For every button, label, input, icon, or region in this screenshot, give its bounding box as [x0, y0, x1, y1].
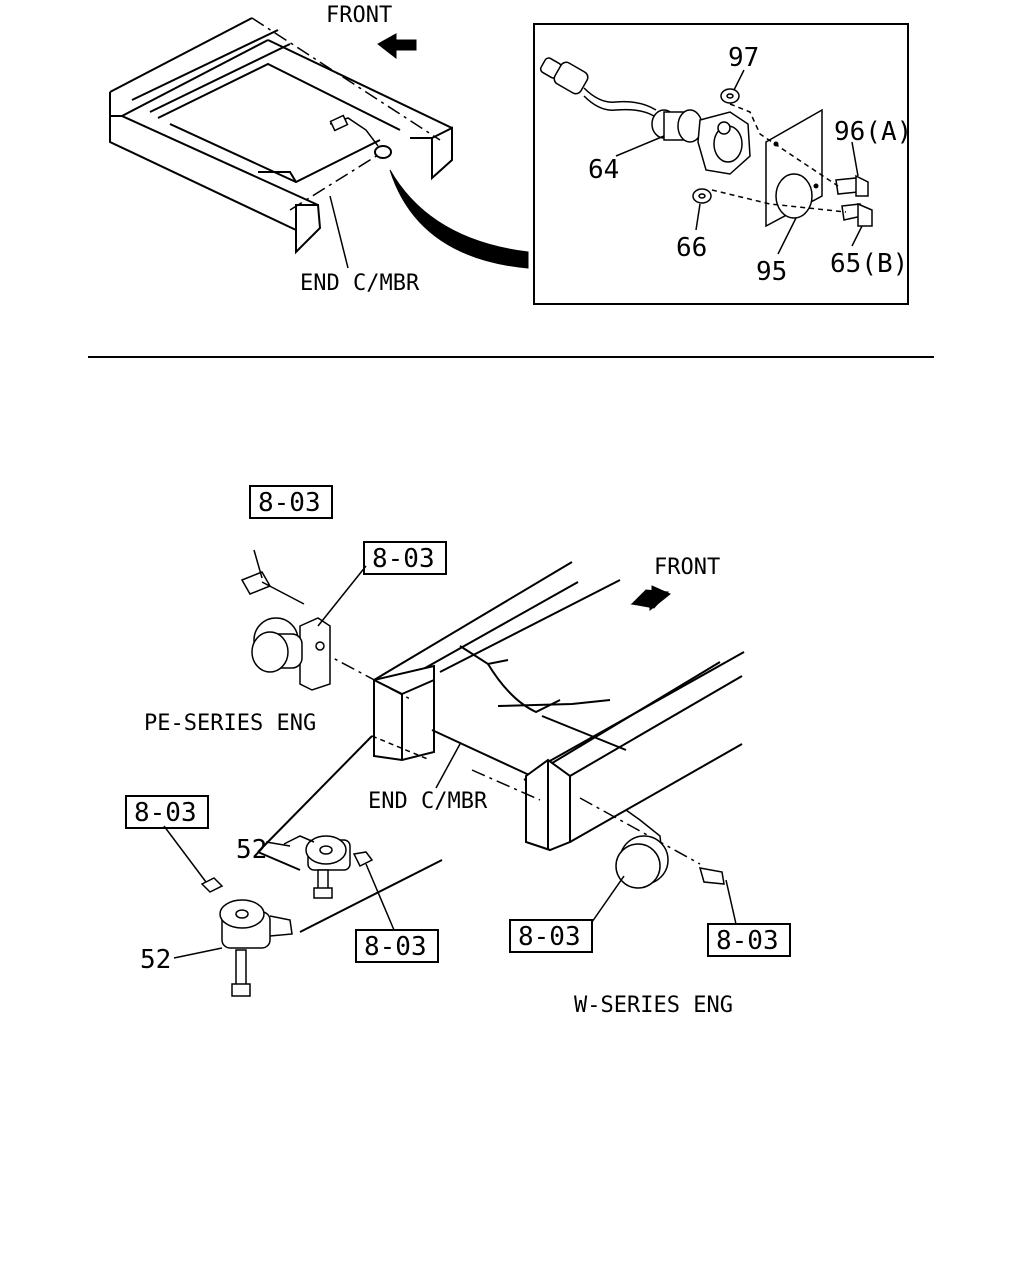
ref-box-1[interactable]: 8-03	[249, 485, 333, 519]
ref-box-6[interactable]: 8-03	[707, 923, 791, 957]
ref-box-3[interactable]: 8-03	[125, 795, 209, 829]
part-66-label: 66	[676, 233, 707, 263]
svg-text:8-03: 8-03	[258, 488, 321, 518]
end-cross-member-label-bottom: END C/MBR	[368, 789, 488, 814]
bottom-frame-drawing	[257, 561, 745, 933]
detail-inset-box	[533, 23, 909, 305]
rubber-mount-52-lower	[163, 825, 395, 997]
pe-series-engine-label: PE-SERIES ENG	[144, 711, 316, 736]
part-95-label: 95	[756, 257, 787, 287]
front-label-bottom: FRONT	[654, 555, 720, 580]
svg-text:8-03: 8-03	[364, 932, 427, 962]
part-52-upper-label: 52	[236, 835, 267, 865]
part-65b-label: 65(B)	[830, 249, 908, 279]
top-frame-drawing	[109, 17, 529, 269]
ref-box-5[interactable]: 8-03	[509, 919, 593, 953]
svg-text:8-03: 8-03	[372, 544, 435, 574]
svg-text:8-03: 8-03	[716, 926, 779, 956]
w-series-engine-label: W-SERIES ENG	[574, 993, 733, 1018]
trailer-socket-detail	[539, 57, 873, 255]
rubber-mount-52-upper	[265, 835, 374, 899]
part-97-label: 97	[728, 43, 759, 73]
svg-text:8-03: 8-03	[518, 922, 581, 952]
part-52-lower-label: 52	[140, 945, 171, 975]
svg-text:8-03: 8-03	[134, 798, 197, 828]
front-arrow-icon	[630, 585, 671, 612]
end-cross-member-label-top: END C/MBR	[300, 271, 420, 296]
ref-box-4[interactable]: 8-03	[355, 929, 439, 963]
w-series-engine-mount	[591, 809, 737, 925]
part-64-label: 64	[588, 155, 619, 185]
part-96a-label: 96(A)	[834, 117, 912, 147]
pe-series-engine-mount	[240, 549, 367, 691]
front-label-top: FRONT	[326, 3, 392, 28]
ref-box-2[interactable]: 8-03	[363, 541, 447, 575]
front-arrow-icon	[377, 33, 417, 60]
